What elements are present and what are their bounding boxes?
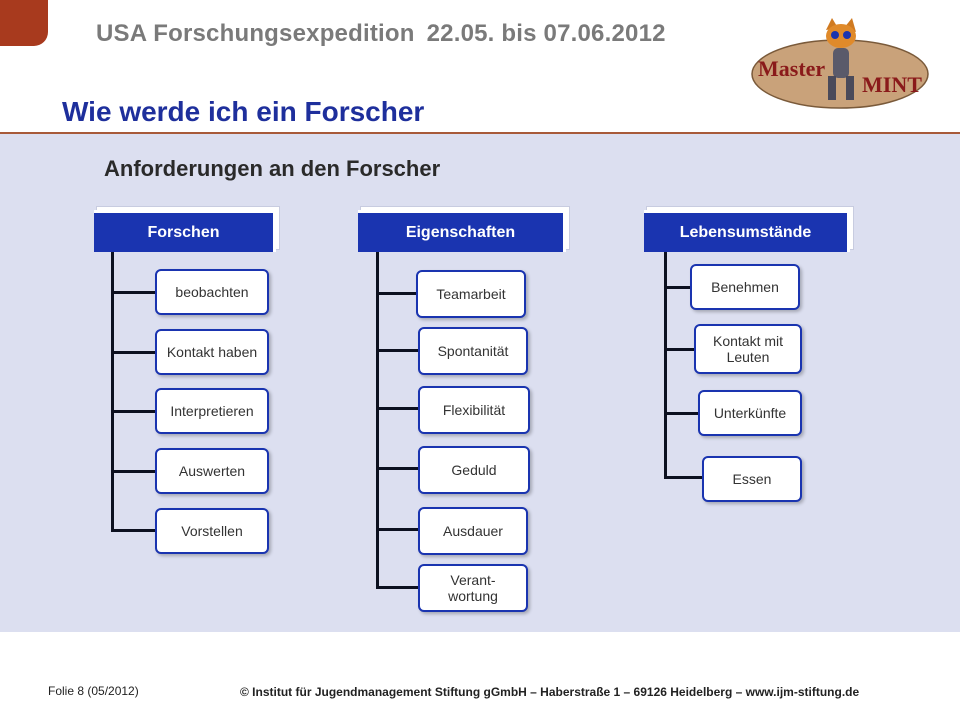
tree-branch — [111, 410, 158, 413]
slide-subtitle: Anforderungen an den Forscher — [104, 156, 441, 181]
tree-branch — [376, 528, 418, 531]
tree-trunk — [664, 252, 667, 478]
node-geduld: Geduld — [418, 446, 530, 494]
node-flexibilitaet: Flexibilität — [418, 386, 530, 434]
node-kontakt-mit-leuten: Kontakt mit Leuten — [694, 324, 802, 374]
tree-branch — [376, 407, 418, 410]
node-spontanitaet: Spontanität — [418, 327, 528, 375]
column-header-eigenschaften: Eigenschaften — [358, 210, 566, 252]
tree-branch — [664, 286, 692, 289]
content-band — [0, 134, 960, 632]
node-unterkuenfte: Unterkünfte — [698, 390, 802, 436]
header-title-text: USA Forschungsexpedition — [96, 20, 415, 47]
tree-trunk — [111, 252, 114, 532]
logo-text-mint: MINT — [862, 72, 922, 97]
tree-branch — [376, 467, 418, 470]
tree-branch — [111, 351, 158, 354]
corner-tab — [0, 0, 48, 46]
node-ausdauer: Ausdauer — [418, 507, 528, 555]
master-mint-logo: Master MINT — [751, 18, 929, 109]
node-essen: Essen — [702, 456, 802, 502]
title-divider — [0, 132, 960, 134]
node-beobachten: beobachten — [155, 269, 269, 315]
column-header-lebensumstaende: Lebensumstände — [644, 210, 850, 252]
logo-text-master: Master — [758, 56, 825, 81]
tree-branch — [376, 349, 418, 352]
tree-branch — [664, 348, 696, 351]
tree-branch — [664, 412, 700, 415]
tree-branch — [111, 529, 158, 532]
header-dates: 22.05. bis 07.06.2012 — [426, 20, 666, 47]
slide-title: Wie werde ich ein Forscher — [62, 96, 425, 127]
tree-trunk — [376, 252, 379, 588]
column-header-forschen: Forschen — [94, 210, 276, 252]
footer-copyright: © Institut für Jugendmanagement Stiftung… — [240, 685, 860, 699]
node-verantwortung: Verant- wortung — [418, 564, 528, 612]
cat-mascot-icon — [826, 18, 856, 100]
tree-branch — [664, 476, 704, 479]
node-teamarbeit: Teamarbeit — [416, 270, 526, 318]
node-auswerten: Auswerten — [155, 448, 269, 494]
tree-branch — [111, 470, 158, 473]
node-benehmen: Benehmen — [690, 264, 800, 310]
node-kontakt-haben: Kontakt haben — [155, 329, 269, 375]
footer-slide-number: Folie 8 (05/2012) — [48, 684, 139, 698]
tree-branch — [111, 291, 158, 294]
node-interpretieren: Interpretieren — [155, 388, 269, 434]
header-title: USA Forschungsexpedition 22.05. bis 07.06… — [96, 20, 666, 48]
node-vorstellen: Vorstellen — [155, 508, 269, 554]
tree-branch — [376, 586, 418, 589]
tree-branch — [376, 292, 418, 295]
